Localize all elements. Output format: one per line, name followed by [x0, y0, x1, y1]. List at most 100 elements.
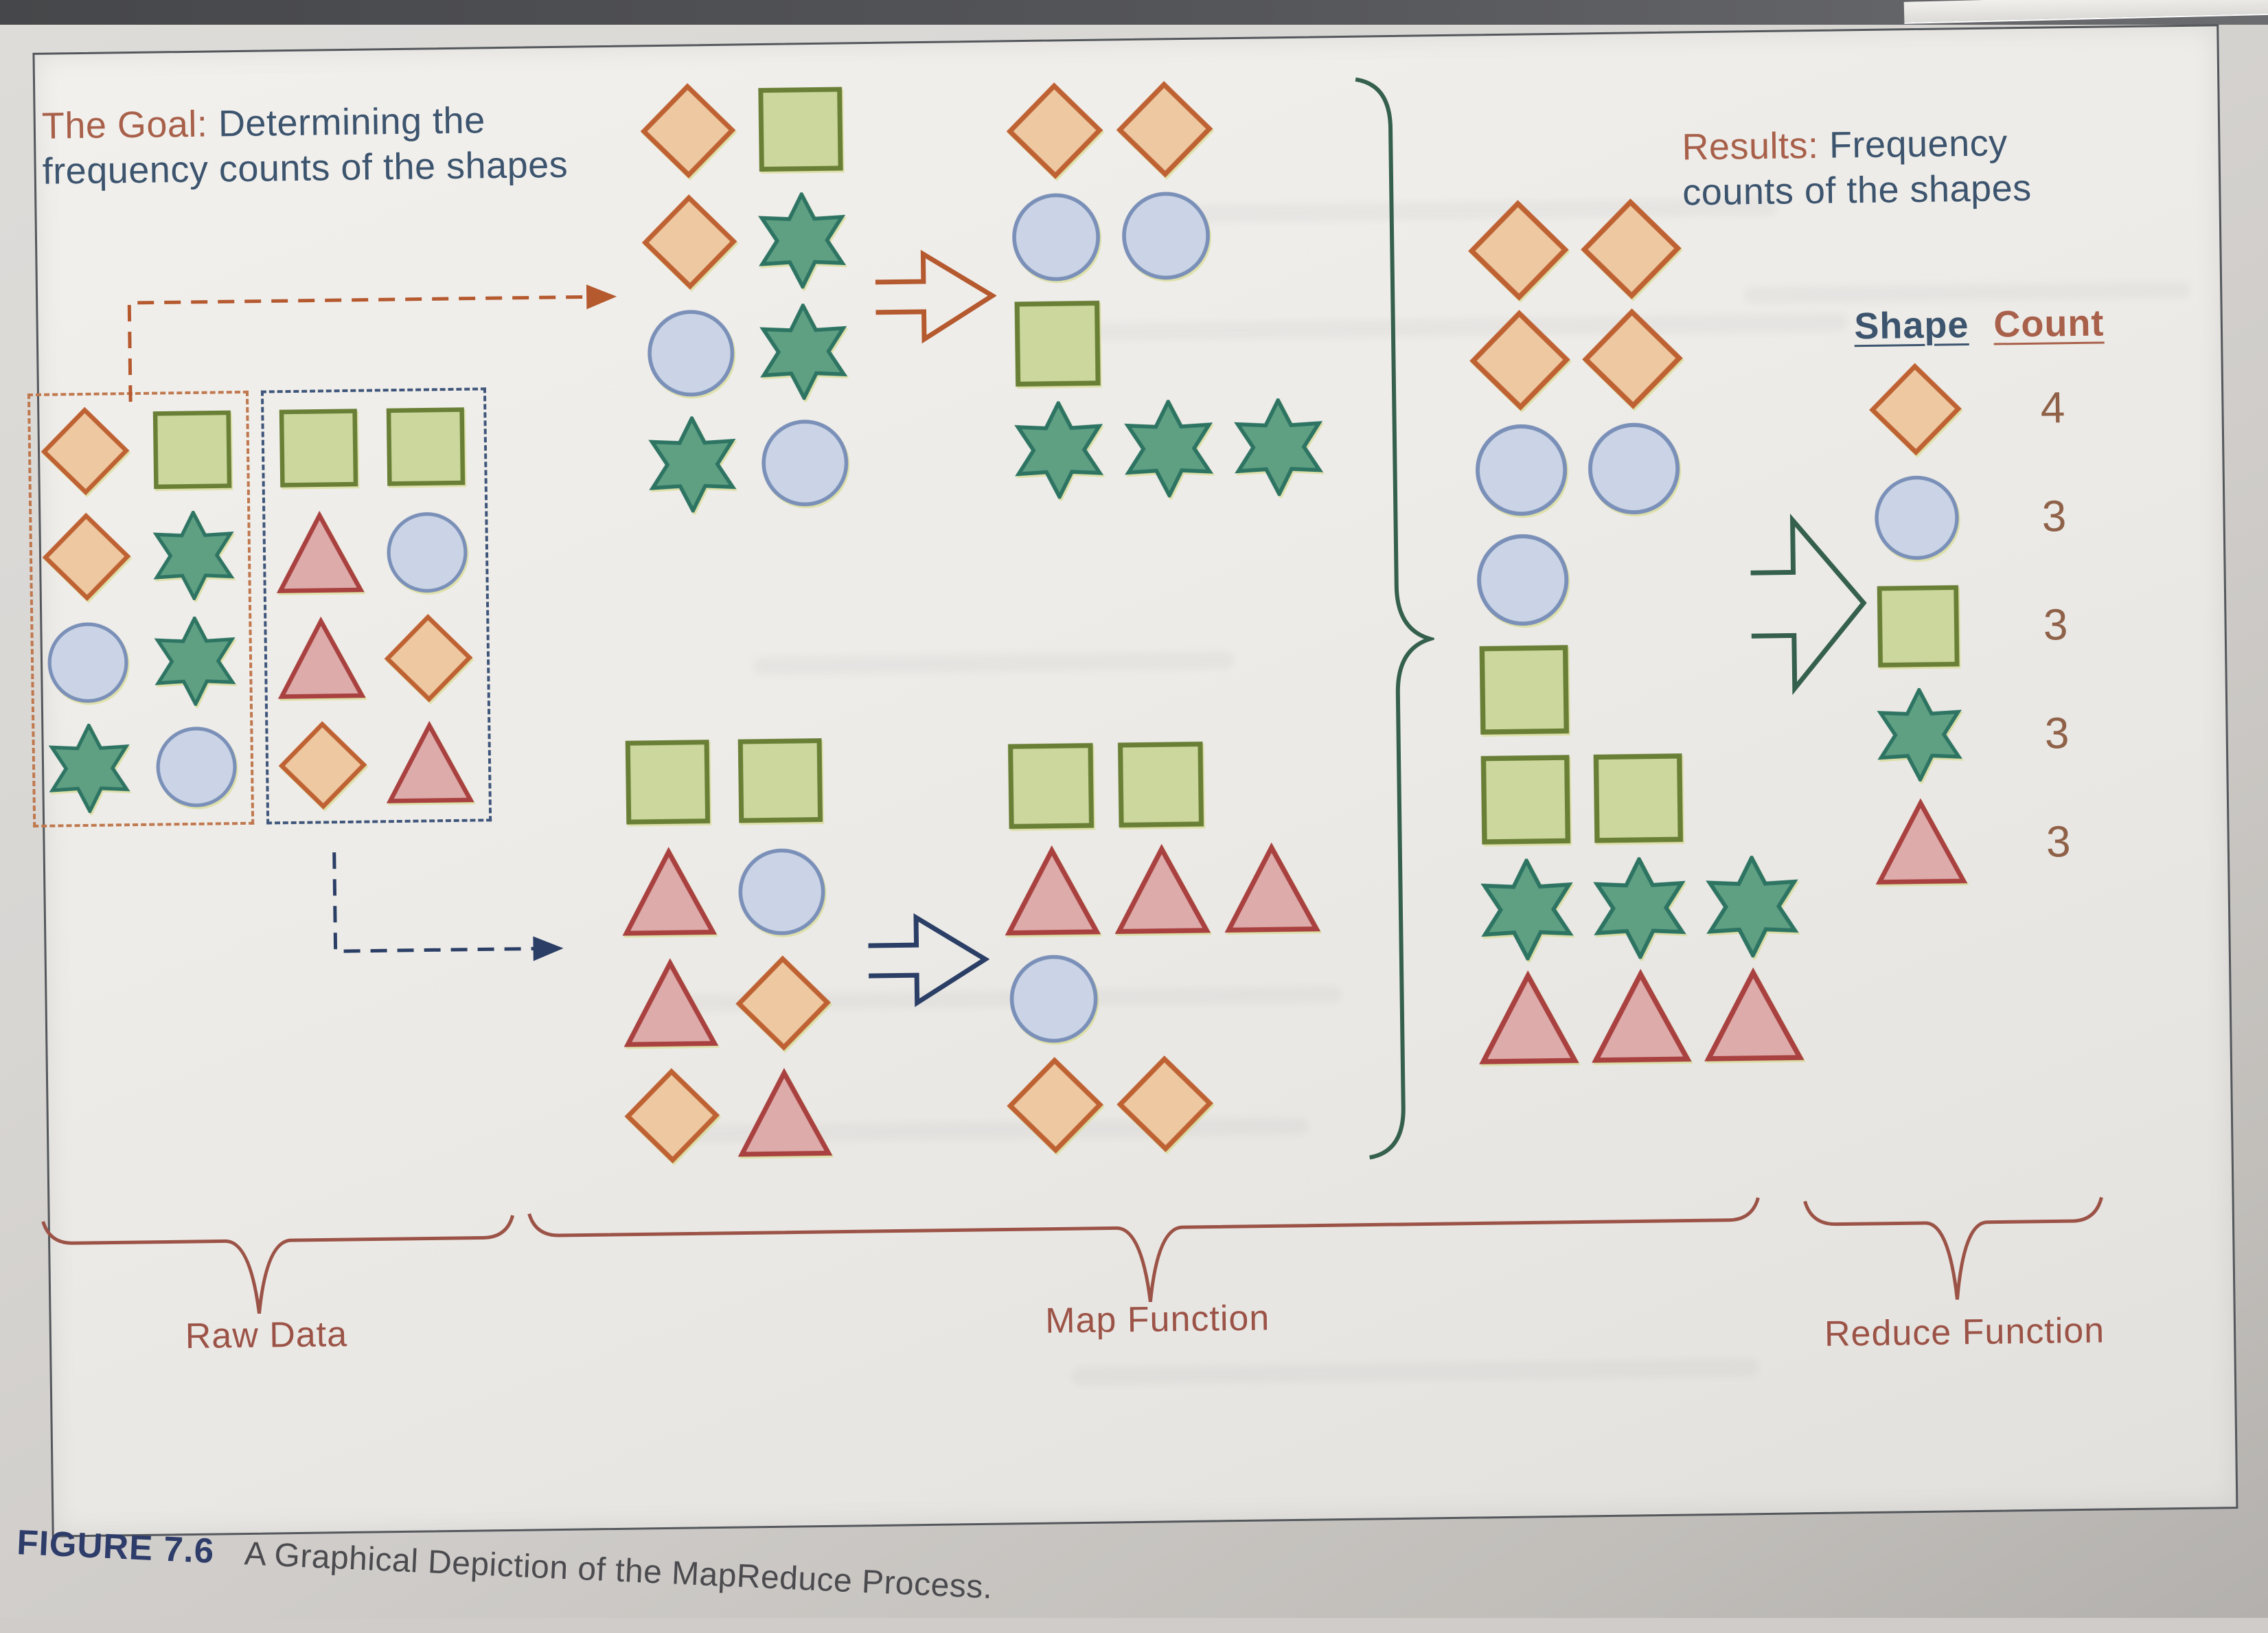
triangle-shape — [1113, 842, 1212, 941]
count-value: 4 — [2040, 382, 2065, 433]
square-shape — [732, 732, 829, 830]
map-function-brace — [527, 1197, 1760, 1303]
frequency-row: 3 — [1861, 681, 2116, 787]
diamond-shape — [1467, 199, 1570, 302]
results-table-header: Shape Count — [1853, 301, 2107, 347]
shape-row — [1476, 855, 1804, 961]
shape-row — [623, 1066, 834, 1165]
diamond-shape — [623, 1067, 721, 1165]
shape-row — [1009, 398, 1328, 500]
square-shape — [1587, 746, 1690, 849]
results-label: Results: — [1682, 124, 1819, 168]
map1-input-shapes — [639, 80, 854, 514]
frequency-row-shape — [1858, 470, 1976, 565]
triangle-shape — [1223, 840, 1322, 939]
square-shape — [1008, 294, 1107, 393]
shape-row — [277, 718, 479, 810]
shape-row — [1003, 840, 1322, 941]
shape-row — [273, 402, 475, 494]
diamond-shape — [1579, 197, 1682, 300]
shape-row — [1006, 1053, 1325, 1154]
frequency-row-shape — [1859, 579, 1978, 674]
circle-shape — [733, 843, 831, 941]
diamond-shape — [1005, 82, 1104, 181]
frequency-row: 4 — [1857, 355, 2112, 461]
shape-row — [40, 404, 238, 496]
diamond-shape — [1006, 1056, 1105, 1155]
triangle-shape — [1874, 796, 1969, 891]
reduce-arrow-icon — [1750, 513, 1867, 696]
diamond-shape — [277, 720, 368, 811]
map2-input-shapes — [619, 732, 834, 1165]
count-value: 3 — [2044, 708, 2070, 758]
circle-shape — [1583, 417, 1686, 520]
triangle-shape — [385, 719, 475, 810]
shape-column-header: Shape — [1853, 304, 1969, 347]
raw-data-partition-1 — [27, 390, 255, 827]
count-value: 3 — [2046, 816, 2072, 867]
star-shape — [1119, 399, 1218, 499]
diamond-shape — [641, 193, 738, 290]
frequency-row: 3 — [1858, 464, 2114, 570]
shape-row — [643, 414, 854, 514]
diamond-shape — [41, 512, 132, 602]
circle-shape — [1471, 529, 1574, 632]
reduce-function-brace — [1803, 1196, 2103, 1300]
diamond-shape — [639, 82, 737, 180]
square-shape — [380, 402, 471, 492]
circle-shape — [1007, 187, 1106, 286]
triangle-shape — [736, 1066, 834, 1163]
circle-shape — [1005, 950, 1103, 1049]
map2-arrow-icon — [868, 913, 990, 1007]
frequency-row-shape — [1861, 687, 1979, 782]
diamond-shape — [383, 613, 474, 704]
figure-number: FIGURE 7.6 — [16, 1522, 216, 1571]
square-shape — [1473, 639, 1576, 742]
square-shape — [1871, 579, 1966, 674]
shape-row — [622, 955, 832, 1053]
shape-row — [621, 843, 831, 942]
frequency-row-shape — [1862, 796, 1980, 891]
star-shape — [44, 723, 135, 814]
triangle-shape — [1477, 968, 1580, 1071]
square-shape — [752, 80, 849, 178]
count-value: 3 — [2041, 491, 2067, 541]
shape-row — [275, 507, 477, 599]
shape-row — [642, 303, 852, 402]
star-shape — [1588, 856, 1691, 960]
shape-row — [641, 192, 851, 290]
raw-data-partition-2 — [260, 387, 492, 825]
star-shape — [1701, 855, 1804, 959]
raw-to-map2-dashed-arrow — [332, 852, 564, 961]
star-shape — [1476, 858, 1579, 961]
shape-row — [1470, 415, 1798, 521]
shape-row — [639, 80, 849, 179]
map-function-label: Map Function — [1044, 1298, 1270, 1341]
grouped-shapes — [1467, 196, 1805, 1071]
star-shape — [643, 415, 741, 514]
map2-output-shapes — [1002, 733, 1325, 1154]
triangle-shape — [1590, 966, 1693, 1069]
shape-row — [1002, 733, 1320, 835]
reduce-function-label: Reduce Function — [1824, 1310, 2105, 1354]
square-shape — [1474, 749, 1577, 852]
star-shape — [1229, 398, 1328, 497]
frequency-row-shape — [1857, 362, 1975, 457]
triangle-shape — [1003, 843, 1102, 942]
star-shape — [148, 510, 239, 601]
circle-shape — [151, 722, 242, 812]
shape-row — [41, 510, 239, 602]
square-shape — [273, 403, 364, 494]
triangle-shape — [1702, 965, 1805, 1068]
diamond-shape — [1115, 80, 1214, 179]
shape-row — [1473, 635, 1801, 741]
shape-row — [1467, 196, 1795, 301]
star-shape — [1872, 687, 1967, 782]
shape-row — [1005, 946, 1323, 1048]
square-shape — [147, 404, 238, 495]
circle-shape — [756, 414, 854, 512]
shape-row — [1471, 525, 1800, 631]
shape-row — [1474, 745, 1802, 851]
raw-to-map1-dashed-arrow — [127, 284, 617, 402]
